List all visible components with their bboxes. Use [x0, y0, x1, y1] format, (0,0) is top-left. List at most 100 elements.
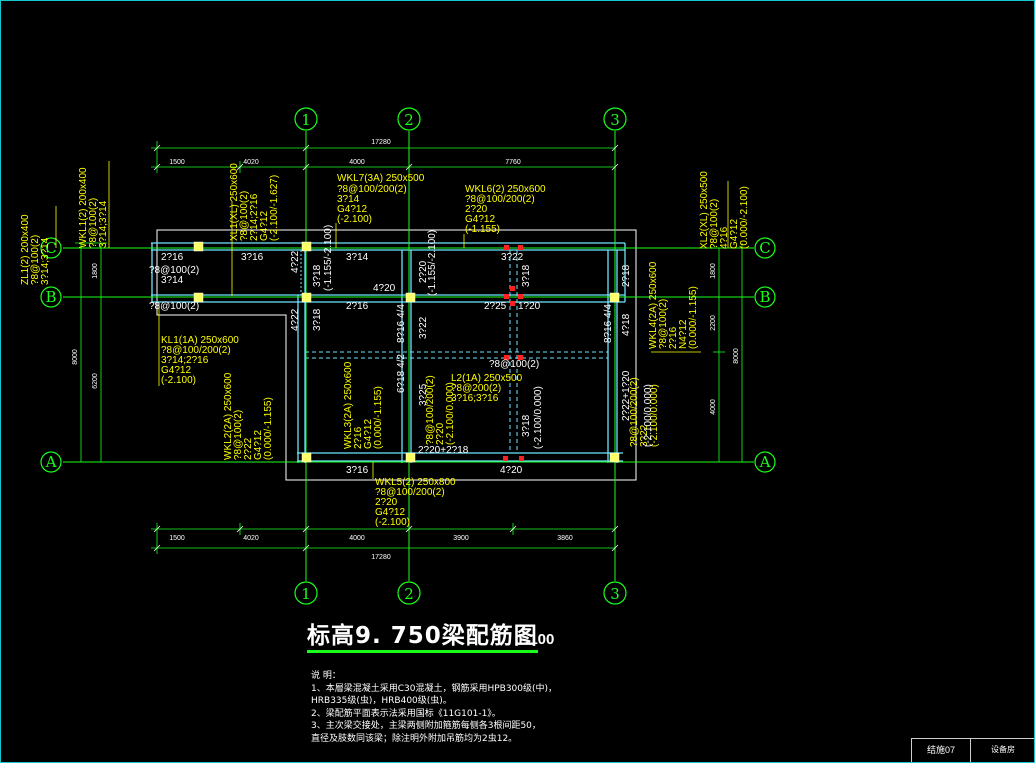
dim-top-seg-2: 4020 [243, 159, 259, 166]
bar-mark: 2?22+1?20 [621, 370, 632, 421]
dim-top-seg-1: 1500 [169, 159, 185, 166]
axis-right-a: A [759, 453, 771, 471]
svg-text:G4?12: G4?12 [253, 430, 264, 460]
dim-top-seg-4: 7760 [505, 159, 521, 166]
svg-text:2?20: 2?20 [435, 422, 446, 445]
svg-text:?8@100(2): ?8@100(2) [709, 199, 720, 249]
dim-bottom-seg-5: 3860 [557, 535, 573, 542]
beam-label-kl1: KL1(1A) 250x600 ?8@100/200(2) 3?14;2?16 … [161, 335, 239, 386]
bar-mark: 2?18 [621, 264, 632, 287]
svg-text:L2(1A) 250x500: L2(1A) 250x500 [451, 373, 523, 384]
svg-text:2?16: 2?16 [668, 326, 679, 349]
svg-text:?8@100(2): ?8@100(2) [233, 410, 244, 460]
svg-text:2?20: 2?20 [465, 204, 488, 215]
beam-label-wkl1: WKL1(2) 200x400 ?8@100(2) 3?14;3?14 [78, 167, 109, 248]
svg-text:WKL2(2A) 250x600: WKL2(2A) 250x600 [223, 372, 234, 460]
bar-mark: 3?14 [346, 252, 369, 263]
beam-label-xl2: XL2(XL) 250x500 ?8@100(2) 4?16 G4?12 (0.… [699, 171, 750, 249]
beam-label-l2: L2(1A) 250x500 ?8@200(2) 3?16;3?16 [451, 373, 523, 404]
dim-right-total: 8000 [733, 348, 740, 364]
dim-left-seg-1: 1800 [92, 263, 99, 279]
title-block [911, 738, 1034, 762]
beam-annotations: WKL7(3A) 250x500 ?8@100/200(2) 3?14 G4?1… [20, 163, 750, 528]
column [193, 292, 204, 303]
bar-mark: 3?18 [312, 308, 323, 331]
bar-mark: 4?22 [290, 250, 301, 273]
svg-text:4?16: 4?16 [719, 226, 730, 249]
svg-text:G4?12: G4?12 [337, 204, 367, 215]
dim-left-total: 8000 [72, 349, 79, 365]
svg-text:2?16: 2?16 [353, 426, 364, 449]
bar-marks: 2?16 3?16 3?14 3?22 ?8@100(2) 3?14 4?20 … [149, 225, 654, 476]
beam-label-wkl3: WKL3(2A) 250x600 2?16 G4?12 (0.000/-1.15… [343, 361, 384, 449]
bar-mark: 2?20 [418, 260, 429, 283]
svg-text:(-2.100/-1.627): (-2.100/-1.627) [269, 175, 280, 241]
svg-text:?8@100/200(2): ?8@100/200(2) [337, 184, 407, 195]
svg-text:2?22: 2?22 [243, 437, 254, 460]
column [301, 452, 312, 463]
beam-label-wkl4: WKL4(2A) 250x600 ?8@100(2) 2?16 N4?12 (0… [648, 261, 699, 349]
bar-mark: ?8@100(2) [149, 265, 199, 276]
dim-bottom-seg-4: 3900 [453, 535, 469, 542]
beam-lines [151, 242, 626, 463]
beam-label-wkl2: WKL2(2A) 250x600 ?8@100(2) 2?22 G4?12 (0… [223, 372, 274, 460]
svg-text:G4?12: G4?12 [363, 419, 374, 449]
dim-right-seg-1: 1800 [710, 263, 717, 279]
bar-mark: 4?22 [290, 308, 301, 331]
drawing-scale: 1:100 [516, 631, 555, 648]
bar-mark: (-1.155/-2.100) [323, 225, 334, 291]
axis-left-c: C [45, 239, 56, 257]
column [301, 241, 312, 252]
axis-left-b: B [45, 288, 56, 306]
svg-text:WKL3(2A) 250x600: WKL3(2A) 250x600 [343, 361, 354, 449]
axis-labels: 1 2 3 1 2 3 C B A C B A [45, 111, 771, 603]
bar-mark: 3?14 [161, 275, 184, 286]
svg-text:(-2.100): (-2.100) [161, 375, 196, 386]
svg-text:KL1(1A) 250x600: KL1(1A) 250x600 [161, 335, 239, 346]
svg-text:(0.000/-1.155): (0.000/-1.155) [263, 397, 274, 460]
column [609, 452, 620, 463]
column [405, 452, 416, 463]
svg-text:G4?12: G4?12 [465, 214, 495, 225]
svg-text:(0.000/-1.155): (0.000/-1.155) [373, 386, 384, 449]
svg-text:?8@100(2): ?8@100(2) [239, 191, 250, 241]
bar-mark: 3?18 [521, 264, 532, 287]
secondary-beams [300, 250, 608, 453]
svg-text:(-2.100/0.000): (-2.100/0.000) [445, 382, 456, 445]
svg-text:?8@100(2): ?8@100(2) [30, 235, 41, 285]
svg-text:(-2.100): (-2.100) [337, 214, 372, 225]
note-line: 3、主次梁交接处，主梁两侧附加箍筋每侧各3根间距50， [311, 721, 541, 731]
note-line: 1、本層梁混凝土采用C30混凝土，钢筋采用HPB300级(中)， [311, 683, 558, 694]
svg-text:?8@100/200(2): ?8@100/200(2) [161, 345, 231, 356]
svg-text:G4?12: G4?12 [259, 211, 270, 241]
axis-right-c: C [759, 239, 770, 257]
axis-right-b: B [759, 288, 770, 306]
bar-mark: 3?22 [501, 252, 524, 263]
design-notes: 说 明： 1、本層梁混凝土采用C30混凝土，钢筋采用HPB300级(中)， HR… [311, 670, 557, 745]
axis-bubbles [40, 107, 776, 605]
axis-left-a: A [45, 453, 57, 471]
title-block-drawing-no: 结施07 [912, 738, 971, 762]
bar-mark: ?8@100(2) [489, 359, 539, 370]
column [405, 292, 416, 303]
axis-bottom-2: 2 [404, 585, 414, 603]
beam-label-xl1: XL1(XL) 250x600 ?8@100(2) 2?14;2?16 G4?1… [229, 163, 280, 241]
hanger-bars [503, 245, 524, 461]
bar-mark: 1?20 [518, 301, 541, 312]
dim-bottom-seg-3: 4000 [349, 535, 365, 542]
dimension-texts: 17280 1500 4020 4000 7760 1500 4020 4000… [72, 139, 740, 561]
svg-text:WKL5(2) 250x800: WKL5(2) 250x800 [375, 477, 456, 488]
leader-lines [55, 161, 729, 479]
title-block-name: 设备房 [991, 745, 1015, 754]
bar-mark: (-2.100/0.000) [643, 384, 654, 447]
svg-text:(0.000/-1.155): (0.000/-1.155) [688, 286, 699, 349]
bar-mark: 2?16 [161, 252, 184, 263]
bar-mark: 4?18 [621, 313, 632, 336]
note-line: HRB335级(虫)，HRB400级(虫)。 [311, 696, 452, 706]
svg-text:G4?12: G4?12 [729, 219, 740, 249]
svg-text:?8@100/200(2): ?8@100/200(2) [425, 375, 436, 445]
dim-bottom-seg-2: 4020 [243, 535, 259, 542]
axis-bottom-1: 1 [301, 585, 311, 603]
